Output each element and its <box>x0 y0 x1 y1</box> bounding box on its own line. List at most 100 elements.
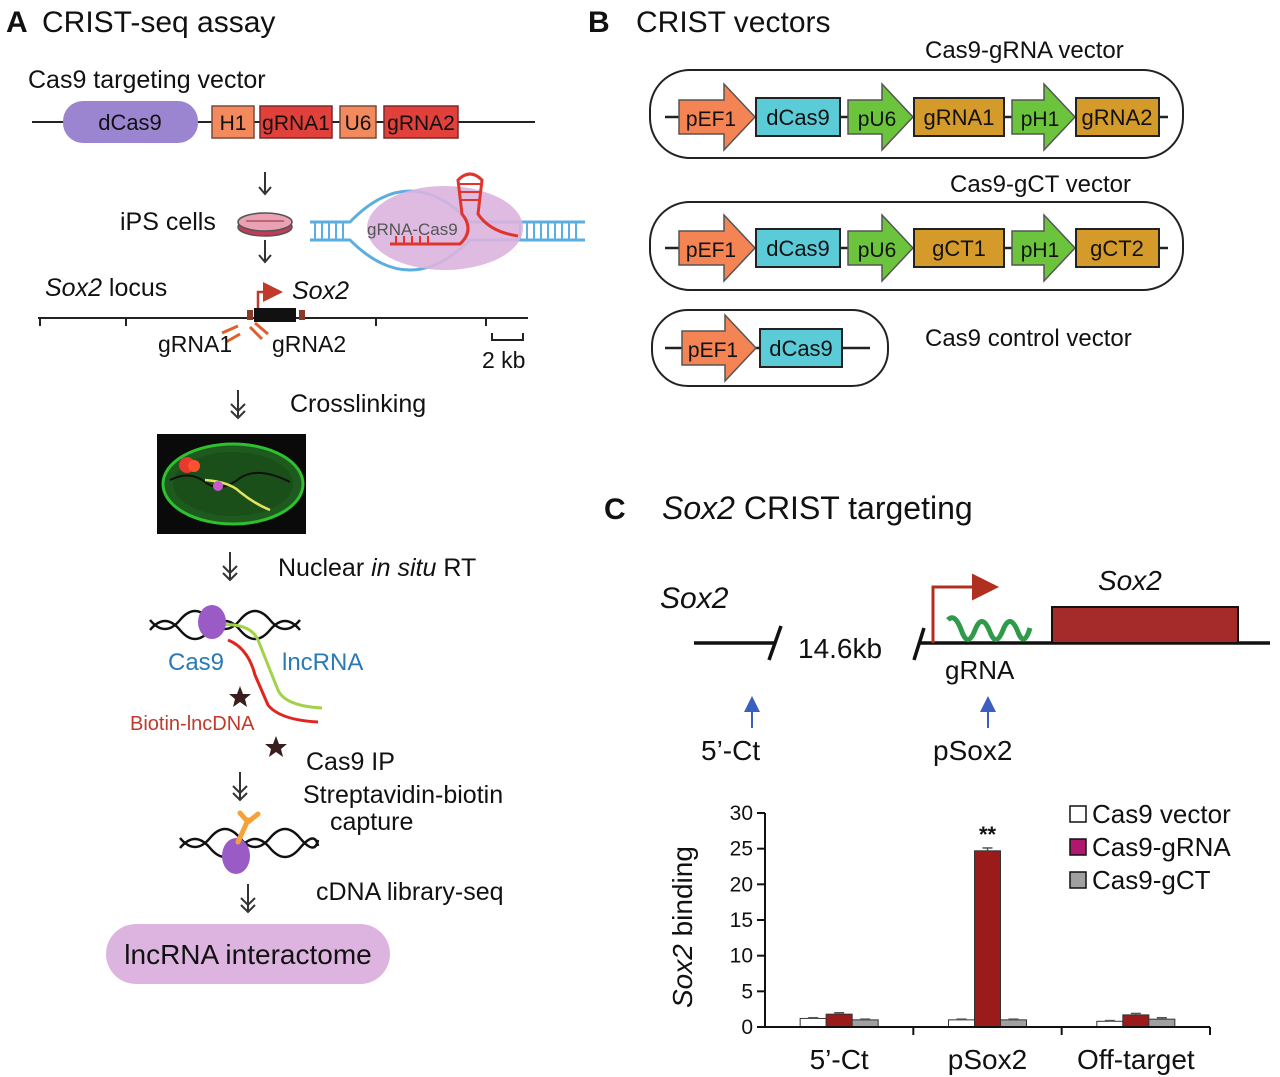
panel-b-letter: B <box>588 6 610 39</box>
panel-b: B CRIST vectors Cas9-gRNA vector pEF1 dC… <box>588 6 1184 387</box>
tss-arrow <box>931 573 999 643</box>
vector2-plasmid: pEF1 dCas9 pU6 gCT1 pH1 gCT2 <box>649 201 1184 291</box>
down-arrow-2 <box>258 240 272 264</box>
lncrna-label: lncRNA <box>282 649 363 676</box>
sox2-targeting-track <box>694 573 1270 661</box>
grna-label: gRNA <box>945 655 1015 685</box>
y-tick-label: 30 <box>730 802 753 825</box>
double-arrow-2 <box>222 552 238 582</box>
significance-annotation: ** <box>979 822 997 847</box>
vector-h1-block <box>211 105 255 139</box>
scale-bar <box>491 333 524 341</box>
legend-label: Cas9 vector <box>1092 799 1231 829</box>
sox2-locus-track <box>38 282 528 344</box>
grna1-locus-label: gRNA1 <box>158 331 232 357</box>
vector-grna1-block <box>259 105 333 139</box>
panel-a-title: CRIST-seq assay <box>42 6 275 39</box>
site2-label: pSox2 <box>933 735 1012 766</box>
chart-bars <box>799 847 1176 1028</box>
vector2-pu6-arrow <box>847 213 915 283</box>
capture-complex-icon <box>179 810 320 874</box>
scale-label: 2 kb <box>482 347 525 373</box>
vector-title: Cas9 targeting vector <box>28 66 266 94</box>
targeting-vector: dCas9 H1 gRNA1 U6 gRNA2 <box>32 101 535 143</box>
y-tick-label: 20 <box>730 873 753 896</box>
step-cas9-ip: Cas9 IP <box>306 748 395 776</box>
cell-image <box>157 434 306 534</box>
result-label: lncRNA interactome <box>124 939 371 970</box>
locus-gene-label: Sox2 <box>292 277 349 305</box>
vector1-pu6-label: pU6 <box>858 108 897 131</box>
bar-cas9-grna <box>1122 1014 1150 1028</box>
locus-label: Sox2 locus <box>45 274 167 302</box>
down-arrow-1 <box>258 172 272 196</box>
vector2-name: Cas9-gCT vector <box>950 171 1131 198</box>
vector-h1-label: H1 <box>220 112 247 135</box>
vector1-pef1-label: pEF1 <box>686 108 736 131</box>
legend-swatch <box>1069 871 1087 889</box>
rt-complex-icon <box>149 605 323 757</box>
sox2-gene-box <box>1051 606 1239 644</box>
y-tick-label: 25 <box>730 838 753 861</box>
legend-swatch <box>1069 838 1087 856</box>
double-arrow-4 <box>240 884 256 914</box>
bar-cas9-grna <box>974 850 1001 1028</box>
panel-c-title: Sox2 CRIST targeting <box>662 490 973 526</box>
step-streptavidin: Streptavidin-biotin <box>303 781 503 809</box>
bar-cas9-vector <box>948 1019 975 1028</box>
vector3-dcas9-label: dCas9 <box>769 336 833 361</box>
step-capture: capture <box>330 808 413 836</box>
legend-label: Cas9-gRNA <box>1092 832 1231 862</box>
legend-label: Cas9-gCT <box>1092 865 1211 895</box>
bar-cas9-gct <box>1148 1018 1176 1028</box>
gene-right-label: Sox2 <box>1098 565 1162 596</box>
vector1-ph1-label: pH1 <box>1021 108 1060 131</box>
grna-squiggle <box>946 615 1033 642</box>
vector2-gct2-label: gCT2 <box>1090 236 1144 261</box>
bar-cas9-grna <box>825 1013 853 1028</box>
step-crosslinking: Crosslinking <box>290 390 426 418</box>
vector-grna2-block <box>383 105 459 139</box>
vector1-name: Cas9-gRNA vector <box>925 37 1124 64</box>
vector3-dcas9-block <box>759 328 843 368</box>
result-pill <box>106 924 390 984</box>
x-tick-label: Off-target <box>1077 1044 1195 1075</box>
cas9-label: Cas9 <box>168 649 224 676</box>
panel-c: C Sox2 CRIST targeting Sox2 Sox2 14.6kb … <box>604 490 1270 1075</box>
bar-cas9-vector <box>799 1017 827 1028</box>
bar-cas9-gct <box>1000 1019 1027 1028</box>
vector2-gct2-block <box>1075 228 1160 268</box>
x-axis-labels: 5’-Ct pSox2 Off-target <box>810 1027 1211 1075</box>
vector2-gct1-block <box>913 228 1005 268</box>
vector2-pef1-label: pEF1 <box>686 239 736 262</box>
double-arrow-1 <box>230 390 246 420</box>
panel-b-title: CRIST vectors <box>636 6 831 39</box>
vector1-dcas9-label: dCas9 <box>766 105 830 130</box>
x-tick-label: pSox2 <box>948 1044 1027 1075</box>
y-tick-label: 15 <box>730 909 753 932</box>
vector2-dcas9-label: dCas9 <box>766 236 830 261</box>
vector1-grna1-label: gRNA1 <box>924 105 995 130</box>
vector1-pef1-arrow <box>678 82 757 152</box>
vector1-pu6-arrow <box>847 82 915 152</box>
vector-u6-label: U6 <box>345 112 372 135</box>
y-axis-label: Sox2 binding <box>667 846 698 1008</box>
biotin-label: Biotin-lncDNA <box>130 713 255 735</box>
vector-dcas9-block <box>63 101 198 143</box>
vector2-pu6-label: pU6 <box>858 239 897 262</box>
double-arrow-3 <box>232 772 248 802</box>
step-rt: Nuclear in situ RT <box>278 554 476 582</box>
vector3-plasmid: pEF1 dCas9 <box>651 309 889 387</box>
panel-c-letter: C <box>604 493 626 526</box>
panel-a: A CRIST-seq assay Cas9 targeting vector … <box>6 6 585 984</box>
vector2-dcas9-block <box>755 228 841 268</box>
x-tick-label: 5’-Ct <box>810 1044 869 1075</box>
vector1-plasmid: pEF1 dCas9 pU6 gRNA1 pH1 gRNA2 <box>649 69 1184 159</box>
y-tick-label: 0 <box>741 1016 753 1039</box>
bar-cas9-gct <box>851 1019 879 1028</box>
vector1-dcas9-block <box>755 97 841 137</box>
